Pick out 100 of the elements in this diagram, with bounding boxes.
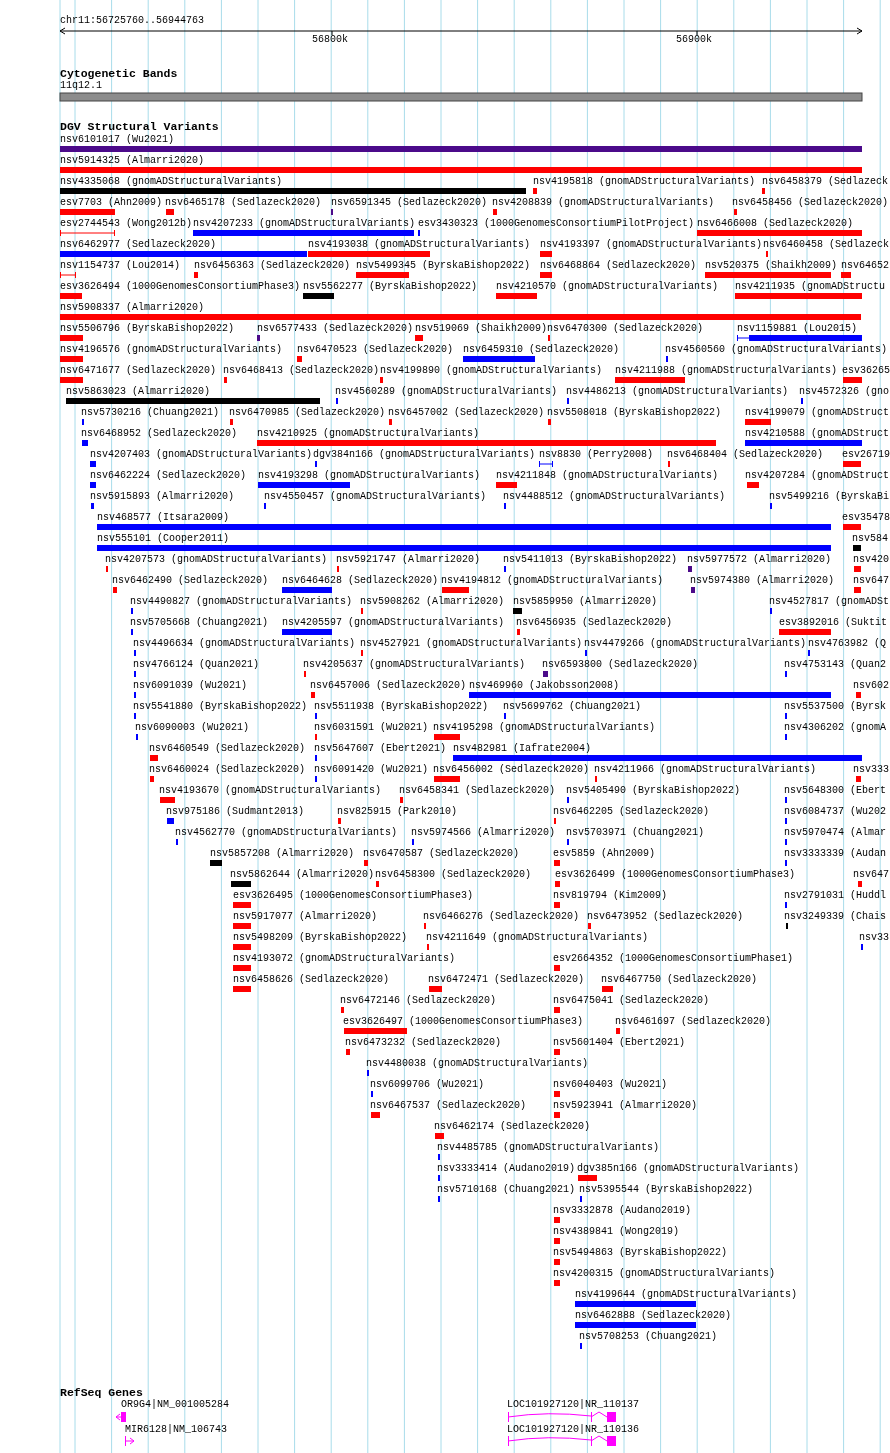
variant-label: nsv6591345 (Sedlazeck2020) [331,197,488,209]
variant-label: nsv6468952 (Sedlazeck2020) [81,428,238,440]
variant-label: nsv5508018 (ByrskaBishop2022) [547,407,722,419]
variant-label: nsv4527921 (gnomADStructuralVariants) [360,638,583,650]
tick-label: 56800k [312,34,348,46]
variant-label: nsv6457006 (Sedlazeck2020) [310,680,467,692]
variant-label: esv3626494 (1000GenomesConsortiumPhase3) [60,281,301,293]
variant-label: nsv4199644 (gnomADStructuralVariants) [575,1289,798,1301]
variant-label: esv3892016 (Suktit [779,617,888,629]
coordinate-label: chr11:56725760..56944763 [60,15,205,27]
variant-label: nsv6464628 (Sedlazeck2020) [282,575,439,587]
variant-label: esv3626499 (1000GenomesConsortiumPhase3) [555,869,796,881]
variant-label: nsv6466276 (Sedlazeck2020) [423,911,580,923]
variant-label: nsv5859950 (Almarri2020) [513,596,658,608]
variant-label: nsv5395544 (ByrskaBishop2022) [579,1184,754,1196]
variant-label: nsv4389841 (Wong2019) [553,1226,680,1238]
variant-label: nsv420 [853,554,889,566]
variant-label: nsv825915 (Park2010) [337,806,458,818]
variant-label: nsv2791031 (Huddl [784,890,887,902]
variant-label: nsv5648300 (Ebert [784,785,887,797]
variant-label: nsv520375 (Shaikh2009) [705,260,838,272]
gene-label: MIR6128|NM_106743 [125,1424,228,1436]
variant-label: nsv6040403 (Wu2021) [553,1079,668,1091]
variant-label: nsv4306202 (gnomA [784,722,887,734]
band-label: 11q12.1 [60,80,102,92]
variant-label: nsv6099706 (Wu2021) [370,1079,485,1091]
variant-label: esv5859 (Ahn2009) [553,848,656,860]
variant-label: nsv4527817 (gnomADSt [769,596,890,608]
variant-label: nsv5494863 (ByrskaBishop2022) [553,1247,728,1259]
variant-label: nsv333 [853,764,889,776]
variant-label: nsv6467537 (Sedlazeck2020) [370,1100,527,1112]
variant-label: nsv6465178 (Sedlazeck2020) [165,197,322,209]
variant-label: nsv6461697 (Sedlazeck2020) [615,1016,772,1028]
variant-label: nsv3333339 (Audan [784,848,887,860]
variant-label: nsv5511938 (ByrskaBishop2022) [314,701,489,713]
variant-label: nsv6101017 (Wu2021) [60,134,175,146]
variant-label: nsv1159881 (Lou2015) [737,323,858,335]
variant-label: nsv6462977 (Sedlazeck2020) [60,239,217,251]
variant-label: nsv5601404 (Ebert2021) [553,1037,686,1049]
variant-label: nsv5977572 (Almarri2020) [687,554,832,566]
variant-label: nsv4199890 (gnomADStructuralVariants) [380,365,603,377]
variant-label: nsv5708253 (Chuang2021) [579,1331,718,1343]
variant-label: nsv5908337 (Almarri2020) [60,302,205,314]
variant-label: nsv6473232 (Sedlazeck2020) [345,1037,502,1049]
variant-label: nsv5647607 (Ebert2021) [314,743,447,755]
tick-label: 56900k [676,34,712,46]
variant-label: nsv4210925 (gnomADStructuralVariants) [257,428,480,440]
variant-label: nsv4207284 (gnomADStruct [745,470,890,482]
variant-label: esv3430323 (1000GenomesConsortiumPilotProject) [418,218,695,230]
variant-label: nsv6475041 (Sedlazeck2020) [553,995,710,1007]
variant-label: nsv4211966 (gnomADStructuralVariants) [594,764,817,776]
variant-label: esv26719 [842,449,890,461]
variant-label: nsv5705668 (Chuang2021) [130,617,269,629]
variant-label: nsv6462174 (Sedlazeck2020) [434,1121,591,1133]
variant-label: nsv6470523 (Sedlazeck2020) [297,344,454,356]
variant-label: nsv4208839 (gnomADStructuralVariants) [492,197,715,209]
variant-label: nsv64652 [841,260,889,272]
variant-label: nsv4211649 (gnomADStructuralVariants) [426,932,649,944]
track-title: RefSeq Genes [60,1386,143,1399]
variant-label: nsv6472146 (Sedlazeck2020) [340,995,497,1007]
variant-label: nsv647 [853,575,889,587]
variant-label: nsv33 [859,932,889,944]
variant-label: nsv6031591 (Wu2021) [314,722,429,734]
variant-label: nsv6084737 (Wu202 [784,806,887,818]
variant-label: nsv5974566 (Almarri2020) [411,827,556,839]
variant-label: nsv4550457 (gnomADStructuralVariants) [264,491,487,503]
variant-label: nsv5506796 (ByrskaBishop2022) [60,323,235,335]
variant-label: nsv6458300 (Sedlazeck2020) [375,869,532,881]
variant-label: nsv6459310 (Sedlazeck2020) [463,344,620,356]
variant-label: nsv3332878 (Audano2019) [553,1205,692,1217]
variant-label: nsv482981 (Iafrate2004) [453,743,592,755]
variant-label: nsv6467750 (Sedlazeck2020) [601,974,758,986]
variant-label: nsv6470587 (Sedlazeck2020) [363,848,520,860]
variant-label: nsv5921747 (Almarri2020) [336,554,481,566]
variant-label: nsv6091039 (Wu2021) [133,680,248,692]
variant-label: nsv6462205 (Sedlazeck2020) [553,806,710,818]
variant-label: nsv4207403 (gnomADStructuralVariants) [90,449,313,461]
variant-label: nsv3333414 (Audano2019) [437,1163,576,1175]
variant-label: nsv5710168 (Chuang2021) [437,1184,576,1196]
variant-label: nsv5862644 (Almarri2020) [230,869,375,881]
variant-label: nsv4572326 (gno [799,386,889,398]
variant-label: esv2664352 (1000GenomesConsortiumPhase1) [553,953,794,965]
variant-label: nsv819794 (Kim2009) [553,890,668,902]
variant-label: nsv4199079 (gnomADStruct [745,407,890,419]
variant-label: nsv4205597 (gnomADStructuralVariants) [282,617,505,629]
variant-label: nsv602 [853,680,889,692]
variant-label: nsv6458456 (Sedlazeck2020) [732,197,889,209]
variant-label: esv3626495 (1000GenomesConsortiumPhase3) [233,890,474,902]
variant-label: nsv6468864 (Sedlazeck2020) [540,260,697,272]
variant-label: nsv469960 (Jakobsson2008) [469,680,620,692]
variant-label: esv2744543 (Wong2012b) [60,218,193,230]
variant-label: nsv4200315 (gnomADStructuralVariants) [553,1268,776,1280]
variant-label: esv36265 [842,365,890,377]
variant-label: nsv5914325 (Almarri2020) [60,155,205,167]
variant-label: nsv5908262 (Almarri2020) [360,596,505,608]
variant-label: nsv6458341 (Sedlazeck2020) [399,785,556,797]
variant-label: nsv4193397 (gnomADStructuralVariants) [540,239,763,251]
variant-label: nsv6456002 (Sedlazeck2020) [433,764,590,776]
variant-label: nsv6090003 (Wu2021) [135,722,250,734]
variant-label: nsv4194812 (gnomADStructuralVariants) [441,575,664,587]
